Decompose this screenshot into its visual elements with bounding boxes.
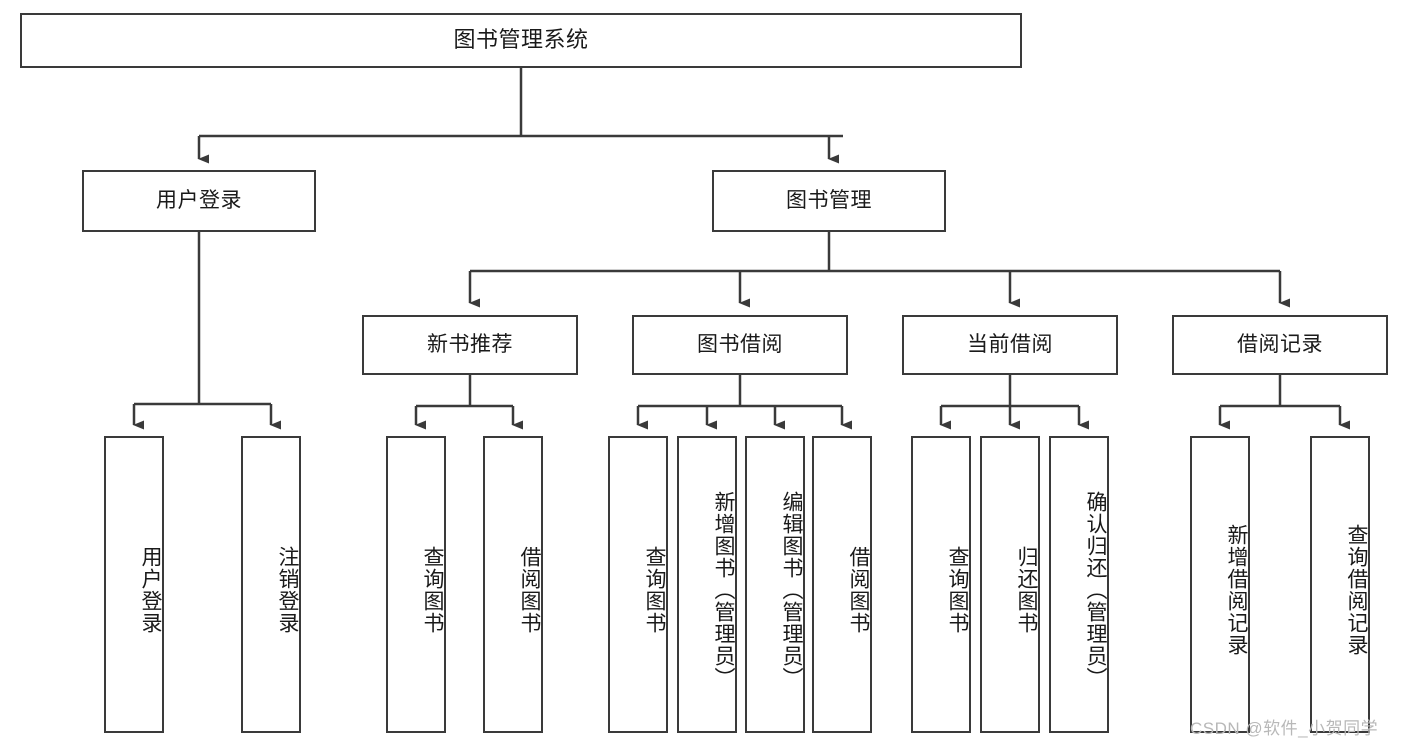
leaf-book-borrow-add[interactable]: 新增图书（管理员） bbox=[677, 436, 737, 733]
node-root[interactable]: 图书管理系统 bbox=[20, 13, 1022, 68]
leaf-new-book-query[interactable]: 查询图书 bbox=[386, 436, 446, 733]
node-borrow-record[interactable]: 借阅记录 bbox=[1172, 315, 1388, 375]
node-current-borrow[interactable]: 当前借阅 bbox=[902, 315, 1118, 375]
node-book-borrow[interactable]: 图书借阅 bbox=[632, 315, 848, 375]
node-new-book-recommend[interactable]: 新书推荐 bbox=[362, 315, 578, 375]
leaf-user-login-logout[interactable]: 注销登录 bbox=[241, 436, 301, 733]
leaf-user-login-login[interactable]: 用户登录 bbox=[104, 436, 164, 733]
leaf-borrow-record-add[interactable]: 新增借阅记录 bbox=[1190, 436, 1250, 733]
leaf-current-borrow-confirm-return[interactable]: 确认归还（管理员） bbox=[1049, 436, 1109, 733]
leaf-new-book-borrow[interactable]: 借阅图书 bbox=[483, 436, 543, 733]
node-book-management[interactable]: 图书管理 bbox=[712, 170, 946, 232]
watermark: CSDN @软件_小贺同学 bbox=[1190, 719, 1379, 738]
leaf-borrow-record-query[interactable]: 查询借阅记录 bbox=[1310, 436, 1370, 733]
leaf-book-borrow-lend[interactable]: 借阅图书 bbox=[812, 436, 872, 733]
leaf-book-borrow-edit[interactable]: 编辑图书（管理员） bbox=[745, 436, 805, 733]
leaf-current-borrow-query[interactable]: 查询图书 bbox=[911, 436, 971, 733]
leaf-book-borrow-query[interactable]: 查询图书 bbox=[608, 436, 668, 733]
node-user-login[interactable]: 用户登录 bbox=[82, 170, 316, 232]
leaf-current-borrow-return[interactable]: 归还图书 bbox=[980, 436, 1040, 733]
